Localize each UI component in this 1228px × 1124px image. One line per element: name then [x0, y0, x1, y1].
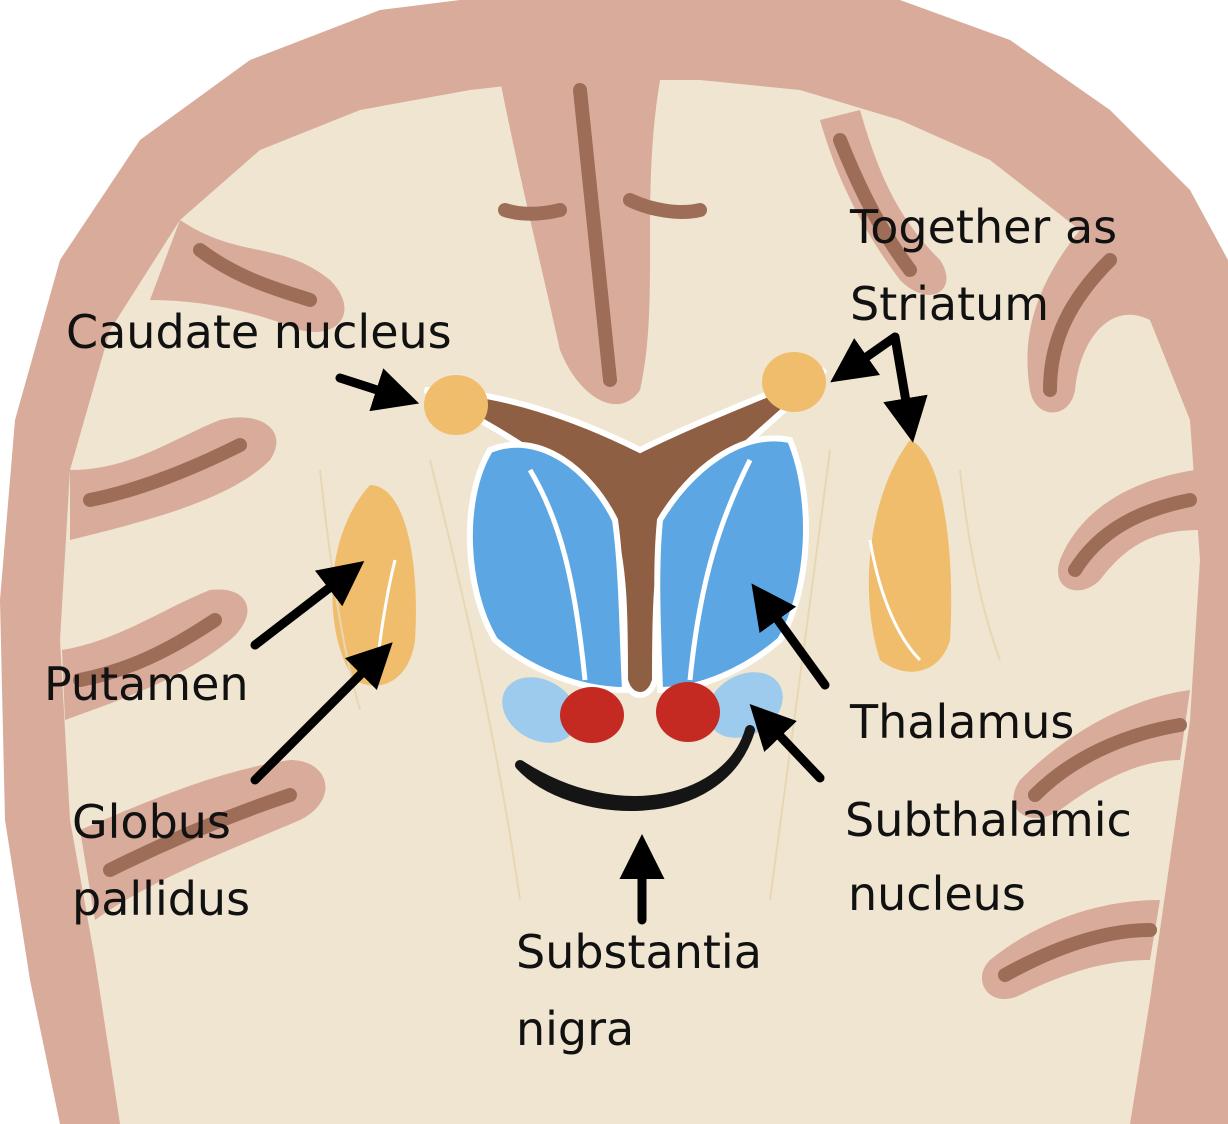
sulci-lines	[73, 83, 1197, 982]
label-arrows	[250, 332, 928, 925]
label-thalamus: Thalamus	[849, 695, 1074, 749]
arrow-striatum-caudate	[830, 332, 900, 383]
arrow-thalamus	[751, 583, 830, 690]
brainstem	[470, 830, 830, 1124]
arrow-globus-pallidus	[250, 642, 393, 785]
label-putamen: Putamen	[44, 657, 249, 711]
arrow-striatum-putamen	[883, 332, 928, 443]
arrow-subthalamic	[749, 703, 825, 783]
label-subthalamic-line1: Subthalamic	[845, 793, 1132, 847]
arrow-caudate	[335, 368, 420, 412]
label-striatum-line2: Striatum	[850, 277, 1049, 331]
subthalamic-left	[502, 677, 578, 743]
red-nucleus-left	[560, 687, 624, 743]
arrow-putamen	[250, 561, 365, 650]
label-nigra-line1: Substantia	[516, 925, 762, 979]
red-nucleus-right	[656, 682, 720, 742]
caudate-left	[424, 375, 488, 435]
putamen-left	[332, 485, 416, 686]
label-caudate-nucleus: Caudate nucleus	[66, 305, 452, 359]
caudate-right	[762, 352, 826, 412]
label-nigra-line2: nigra	[516, 1002, 634, 1056]
label-globus-line1: Globus	[72, 795, 231, 849]
thalamus-left	[466, 441, 629, 694]
label-subthalamic-line2: nucleus	[848, 867, 1026, 921]
label-globus-line2: pallidus	[72, 872, 250, 926]
label-striatum-line1: Together as	[849, 200, 1117, 254]
